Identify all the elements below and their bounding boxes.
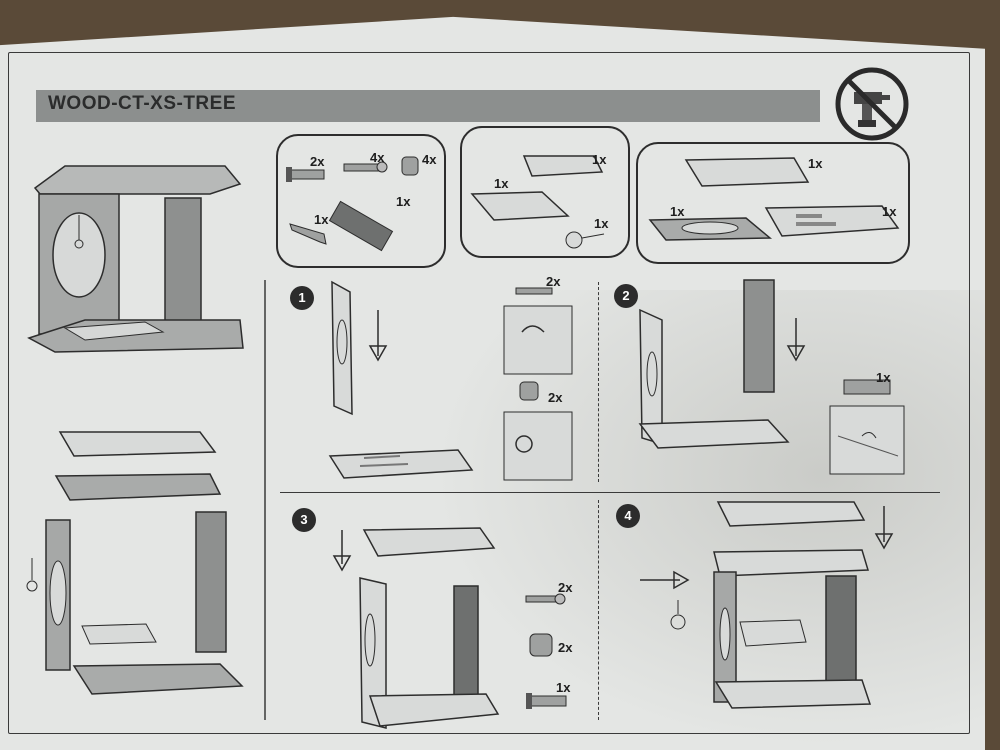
qty-cam-lock: 4x xyxy=(422,152,437,167)
step-1-callout-cam-bolt: 2x xyxy=(546,274,561,289)
document-title: WOOD-CT-XS-TREE xyxy=(48,93,236,114)
instruction-sheet xyxy=(0,16,985,750)
step-3-callout-screw: 1x xyxy=(556,680,571,695)
step-4-badge: 4 xyxy=(616,504,640,528)
step-2-callout-screw: 1x xyxy=(876,370,891,385)
qty-allen-key: 1x xyxy=(314,212,329,227)
qty-sisal-post: 1x xyxy=(396,194,411,209)
steps-horizontal-divider xyxy=(280,492,940,493)
step-2-badge: 2 xyxy=(614,284,638,308)
step-1-callout-cam-lock: 2x xyxy=(548,390,563,405)
qty-ball-toy: 1x xyxy=(594,216,609,231)
qty-base-round: 1x xyxy=(670,204,685,219)
hardware-parts-drawing xyxy=(286,156,419,252)
exploded-view-illustration xyxy=(26,431,244,695)
step-1-badge: 1 xyxy=(290,286,314,310)
qty-cam-bolt: 4x xyxy=(370,150,385,165)
platforms-parts-drawing xyxy=(648,157,900,241)
no-drill-icon xyxy=(835,67,909,141)
left-column-divider xyxy=(264,280,266,720)
qty-middle-board: 1x xyxy=(494,176,509,191)
step-1-illustration xyxy=(328,280,474,479)
qty-top-board: 1x xyxy=(592,152,607,167)
platforms-parts-box xyxy=(636,142,910,264)
step-2-illustration xyxy=(638,279,806,449)
step-3-callout-cam-lock: 2x xyxy=(558,640,573,655)
assembled-tree-illustration xyxy=(27,165,244,353)
hardware-parts-box xyxy=(276,134,446,268)
steps-vertical-divider-top xyxy=(598,282,599,482)
qty-top-platform: 1x xyxy=(808,156,823,171)
step-3-hardware-detail xyxy=(525,593,567,709)
boards-parts-drawing xyxy=(470,155,605,249)
step-2-detail-box xyxy=(829,379,905,475)
step-1-detail-boxes xyxy=(503,287,573,481)
qty-screw-large: 2x xyxy=(310,154,325,169)
step-3-badge: 3 xyxy=(292,508,316,532)
step-3-illustration xyxy=(332,527,500,729)
title-bar xyxy=(36,90,820,122)
step-4-illustration xyxy=(640,501,894,709)
steps-vertical-divider-bottom xyxy=(598,500,599,720)
step-3-callout-cam-bolt: 2x xyxy=(558,580,573,595)
boards-parts-box xyxy=(460,126,630,258)
qty-base-slotted: 1x xyxy=(882,204,897,219)
sheet-frame xyxy=(8,52,970,734)
